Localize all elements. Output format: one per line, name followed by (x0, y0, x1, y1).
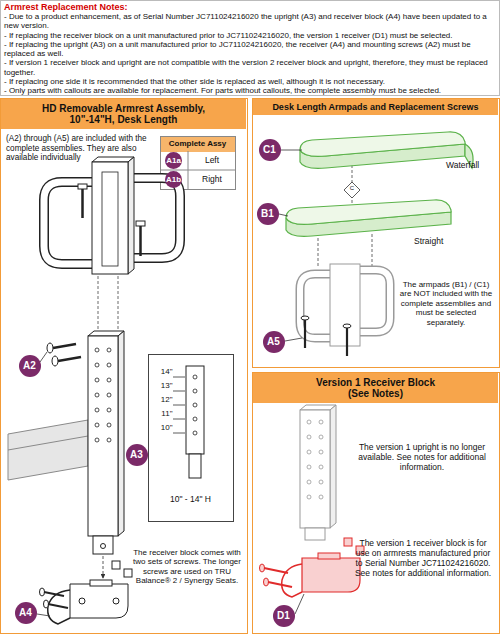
note-text: - If version 1 receiver block and uprigh… (4, 58, 496, 77)
callout-number: D1 (273, 605, 295, 627)
note-text: - If replacing one side it is recommende… (4, 77, 496, 86)
panel-heading: HD Removable Armrest Assembly, 10"-14"H,… (1, 99, 246, 129)
table-heading: Complete Assy (161, 137, 235, 152)
assembly-table: Complete AssyA1aA1b (160, 136, 236, 190)
height-inset: 14" 13" 12" 11" 10" 10" - 14" H (148, 354, 234, 522)
callout-circle: A5 (263, 331, 285, 353)
notes-box: Armrest Replacement Notes:- Due to a pro… (0, 0, 500, 96)
dimension-label: 14" (151, 368, 173, 377)
callout-circle: B1 (257, 203, 279, 225)
callout-number: A4 (15, 602, 37, 624)
callout-number: A1b (165, 171, 182, 188)
dimension-label: 10" - 14" H (149, 495, 233, 504)
section-panel: Version 1 Receiver Block (See Notes) D1 (252, 372, 500, 634)
table-cell: Right (190, 174, 234, 184)
callout-number: B1 (257, 203, 279, 225)
callout-number: A5 (263, 331, 285, 353)
dimension-label: 12" (151, 396, 173, 405)
part-name: Straight (414, 236, 466, 246)
table-cell: Left (190, 155, 234, 165)
note-text: The armpads (B1) / (C1) are NOT included… (398, 280, 494, 327)
note-text: The version 1 upright is no longer avail… (352, 442, 492, 472)
section-panel: Desk Length Armpads and Replacement Scre… (252, 98, 500, 368)
dimension-label: 11" (151, 410, 173, 419)
callout-number: A3 (126, 444, 148, 466)
note-text: - If replacing the upright (A3) on a uni… (4, 40, 496, 59)
note-text: - Due to a product enhancement, as of Se… (4, 12, 496, 31)
note-text: The receiver block comes with two sets o… (130, 548, 244, 586)
panel-heading: Desk Length Armpads and Replacement Scre… (253, 99, 498, 115)
note-text: - If replacing the receiver block on a u… (4, 31, 496, 40)
callout-number: C1 (259, 139, 281, 161)
panel-heading: Version 1 Receiver Block (See Notes) (253, 373, 498, 403)
note-text: (A2) through (A5) are included with the … (6, 134, 154, 163)
callout-circle: A3 (126, 444, 148, 466)
callout-circle: C1 (259, 139, 281, 161)
callout-circle: D1 (273, 605, 295, 627)
callout-circle: A1a (165, 152, 182, 169)
detail-letter: C (346, 185, 358, 192)
note-text: The version 1 receiver block is for use … (352, 538, 494, 578)
callout-circle: A4 (15, 602, 37, 624)
callout-circle: A2 (19, 355, 41, 377)
callout-circle: A1b (165, 171, 182, 188)
callout-number: A2 (19, 355, 41, 377)
dimension-label: 13" (151, 382, 173, 391)
dimension-label: 10" (151, 424, 173, 433)
note-text: - Only parts with callouts are available… (4, 86, 496, 95)
notes-title: Armrest Replacement Notes: (4, 2, 496, 12)
part-name: Waterfall (446, 160, 498, 170)
callout-number: A1a (165, 152, 182, 169)
